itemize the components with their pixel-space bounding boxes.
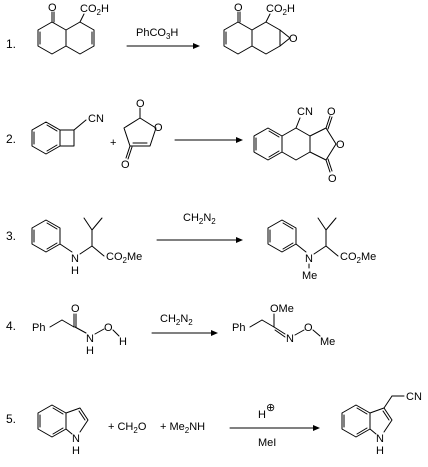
product-4: Ph OMe N O Me — [232, 303, 335, 348]
reaction-number: 4. — [6, 319, 16, 333]
acid-label: CO2H — [80, 3, 109, 17]
reactant-3: N H CO2Me — [31, 217, 142, 277]
carbonyl-o-label: O — [71, 303, 80, 315]
reaction-number: 1. — [6, 37, 16, 51]
reaction-2: 2. CN + O O O — [6, 98, 345, 185]
carbonyl-o-label: O — [48, 2, 57, 14]
ester-label: CO2Me — [106, 251, 142, 265]
methyl-iodide-label: MeI — [258, 437, 276, 449]
reactant-4: Ph O N H O H — [32, 303, 127, 357]
reactant-1: O CO2H — [37, 2, 109, 55]
product-3: N Me CO2Me — [267, 217, 376, 282]
reaction-3-arrow: CH2N2 — [156, 212, 243, 243]
reaction-number: 3. — [6, 229, 16, 243]
ester-label: CO2Me — [340, 251, 376, 265]
phenyl-label: Ph — [32, 322, 45, 334]
o-h-label: H — [119, 336, 127, 348]
oxime-o-label: O — [304, 322, 313, 334]
reactant-2b: O O O — [121, 98, 163, 171]
ring-o-label: O — [154, 122, 163, 134]
nitrile-label: CN — [406, 391, 422, 403]
methoxy-label: OMe — [270, 303, 294, 315]
reaction-1: 1. O CO2H PhCO3H — [6, 2, 298, 55]
amine-n-label: N — [305, 253, 313, 265]
indole-n-label: N — [72, 433, 80, 445]
reactant-5: N H — [37, 404, 89, 457]
anhydride-o-label: O — [121, 159, 130, 171]
acid-catalyst-label: H — [258, 409, 266, 421]
n-methyl-label: Me — [302, 270, 317, 282]
dimethylamine-label: + Me2NH — [160, 421, 205, 435]
o-methyl-label: Me — [320, 336, 335, 348]
hydroxamate-n-label: N — [86, 333, 94, 345]
ring-o-label: O — [336, 139, 345, 151]
anhydride-o-label: O — [328, 173, 337, 185]
reaction-2-arrow — [174, 137, 243, 143]
reagent-label: CH2N2 — [183, 212, 216, 226]
indole-n-label: N — [376, 433, 384, 445]
epoxide-o-label: O — [289, 33, 298, 45]
reagent-label: PhCO3H — [136, 27, 178, 41]
anhydride-o-label: O — [136, 98, 145, 110]
carbonyl-o-label: O — [234, 2, 243, 14]
reagent-label: CH2N2 — [160, 313, 193, 327]
indole-h-label: H — [72, 445, 80, 457]
product-5: CN N H — [341, 391, 422, 457]
phenyl-label: Ph — [232, 322, 245, 334]
product-2: CN O O O — [253, 106, 345, 185]
anhydride-o-label: O — [327, 106, 336, 118]
amine-h-label: H — [71, 265, 79, 277]
amine-n-label: N — [71, 253, 79, 265]
reaction-5-arrow: H ⊕ MeI — [229, 402, 320, 449]
reaction-number: 5. — [6, 412, 16, 426]
reaction-3: 3. N H CO2Me CH2N2 N — [6, 212, 376, 282]
nitrile-label: CN — [88, 113, 104, 125]
reaction-4: 4. Ph O N H O H CH2N2 Ph OMe — [6, 303, 335, 357]
reaction-4-arrow: CH2N2 — [151, 313, 218, 336]
plus-sign: + — [110, 137, 116, 149]
reaction-1-arrow: PhCO3H — [126, 27, 200, 49]
hydroxyl-o-label: O — [104, 322, 113, 334]
oxime-n-label: N — [286, 333, 294, 345]
reaction-number: 2. — [6, 132, 16, 146]
product-1: O CO2H O — [223, 2, 298, 55]
reaction-5: 5. N H + CH2O + Me2NH H ⊕ MeI — [6, 391, 422, 457]
positive-charge-icon: ⊕ — [266, 402, 275, 414]
nitrile-label: CN — [297, 106, 313, 118]
indole-h-label: H — [376, 445, 384, 457]
reactant-2a: CN — [31, 113, 104, 155]
acid-label: CO2H — [266, 3, 295, 17]
formaldehyde-label: + CH2O — [108, 421, 147, 435]
n-h-label: H — [86, 345, 94, 357]
